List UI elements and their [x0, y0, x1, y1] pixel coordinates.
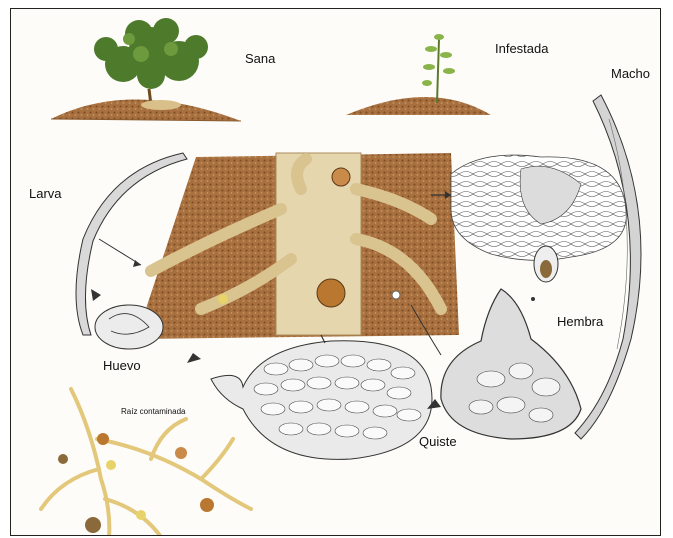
- infested-plant: [346, 34, 491, 115]
- nematode-lifecycle-illustration: [11, 9, 661, 536]
- egg: [95, 305, 163, 349]
- label-huevo: Huevo: [103, 358, 141, 373]
- soil-cross-section: [136, 153, 459, 339]
- diagram-frame: Sana Infestada Macho Larva Hembra Huevo …: [10, 8, 661, 536]
- cyst: [211, 335, 432, 459]
- label-hembra: Hembra: [557, 314, 603, 329]
- male-nematode: [575, 95, 641, 439]
- cell-detail: [431, 155, 626, 282]
- label-larva: Larva: [29, 186, 62, 201]
- label-sana: Sana: [245, 51, 275, 66]
- label-quiste: Quiste: [419, 434, 457, 449]
- label-macho: Macho: [611, 66, 650, 81]
- healthy-plant: [51, 18, 241, 121]
- label-raiz-contaminada: Raíz contaminada: [121, 407, 185, 416]
- label-infestada: Infestada: [495, 41, 549, 56]
